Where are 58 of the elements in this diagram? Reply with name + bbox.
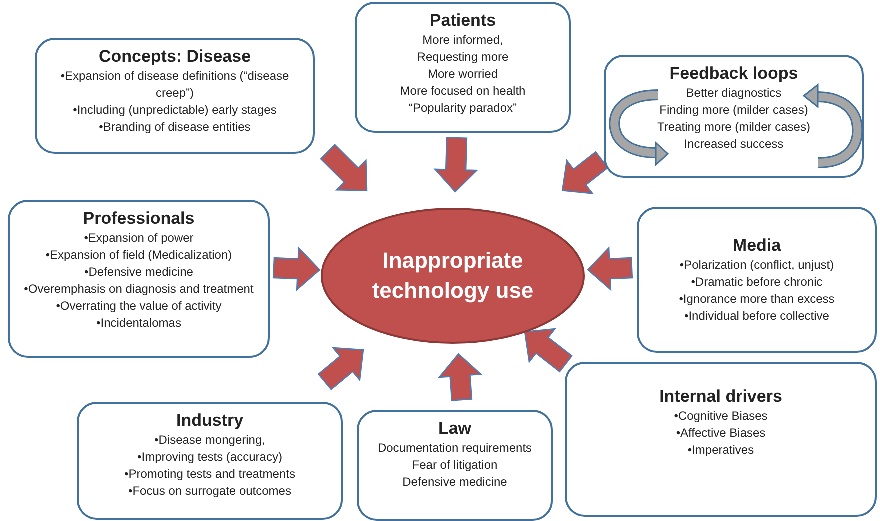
list-item: Fear of litigation	[412, 457, 498, 474]
list-item: •Dramatic before chronic	[691, 274, 823, 291]
box-heading: Feedback loops	[670, 63, 798, 85]
list-item: •Branding of disease entities	[99, 119, 251, 136]
list-item: •Expansion of power	[84, 230, 194, 247]
factor-box	[637, 207, 877, 353]
list-item: More focused on health	[400, 83, 526, 100]
box-heading: Industry	[176, 410, 244, 432]
list-item: Finding more (milder cases)	[660, 102, 808, 119]
list-item: More worried	[428, 66, 498, 83]
list-item: •Improving tests (accuracy)	[138, 449, 282, 466]
box-heading: Internal drivers	[660, 386, 782, 408]
list-item: •Expansion of disease definitions (“disease creep”)	[60, 68, 290, 102]
list-item: •Overrating the value of activity	[56, 298, 222, 315]
block-arrow	[524, 328, 573, 373]
block-arrow	[438, 353, 483, 402]
list-item: •Promoting tests and treatments	[124, 466, 296, 483]
list-item: •Incidentalomas	[96, 315, 182, 332]
factor-box	[77, 402, 343, 520]
list-item: •Affective Biases	[676, 425, 766, 442]
box-heading: Law	[438, 418, 472, 440]
block-arrow	[272, 246, 321, 292]
list-item: Treating more (milder cases)	[658, 119, 810, 136]
list-item: Better diagnostics	[686, 85, 782, 102]
list-item: •Focus on surrogate outcomes	[128, 483, 292, 500]
block-arrow	[562, 151, 609, 194]
list-item: •Including (unpredictable) early stages	[73, 102, 277, 119]
block-arrow	[320, 144, 368, 192]
box-heading: Concepts: Disease	[98, 46, 252, 68]
list-item: •Cognitive Biases	[674, 408, 768, 425]
block-arrow	[587, 246, 634, 292]
factor-box	[565, 362, 877, 517]
central-ellipse	[320, 207, 586, 345]
list-item: •Imperatives	[688, 442, 754, 459]
factor-box	[355, 2, 571, 133]
list-item: •Individual before collective	[684, 308, 830, 325]
list-item: More informed,	[422, 32, 504, 49]
box-heading: Media	[732, 235, 782, 257]
list-item: Documentation requirements	[378, 440, 532, 457]
factor-box	[357, 410, 553, 521]
block-arrow	[434, 137, 478, 193]
list-item: •Ignorance more than excess	[679, 291, 835, 308]
list-item: “Popularity paradox”	[408, 100, 518, 117]
center-title: Inappropriate technology use	[371, 247, 535, 305]
factor-box	[8, 200, 270, 358]
box-heading: Patients	[430, 10, 496, 32]
list-item: Requesting more	[417, 49, 509, 66]
factor-box	[604, 55, 864, 178]
block-arrow	[318, 347, 364, 391]
box-heading: Professionals	[83, 208, 195, 230]
factor-box	[35, 38, 315, 154]
list-item: •Overemphasis on diagnosis and treatment	[24, 281, 254, 298]
list-item: •Expansion of field (Medicalization)	[46, 247, 232, 264]
list-item: •Disease mongering,	[154, 432, 266, 449]
list-item: Increased success	[684, 136, 784, 153]
list-item: Defensive medicine	[402, 474, 508, 491]
list-item: •Defensive medicine	[84, 264, 194, 281]
list-item: •Polarization (conflict, unjust)	[680, 257, 834, 274]
